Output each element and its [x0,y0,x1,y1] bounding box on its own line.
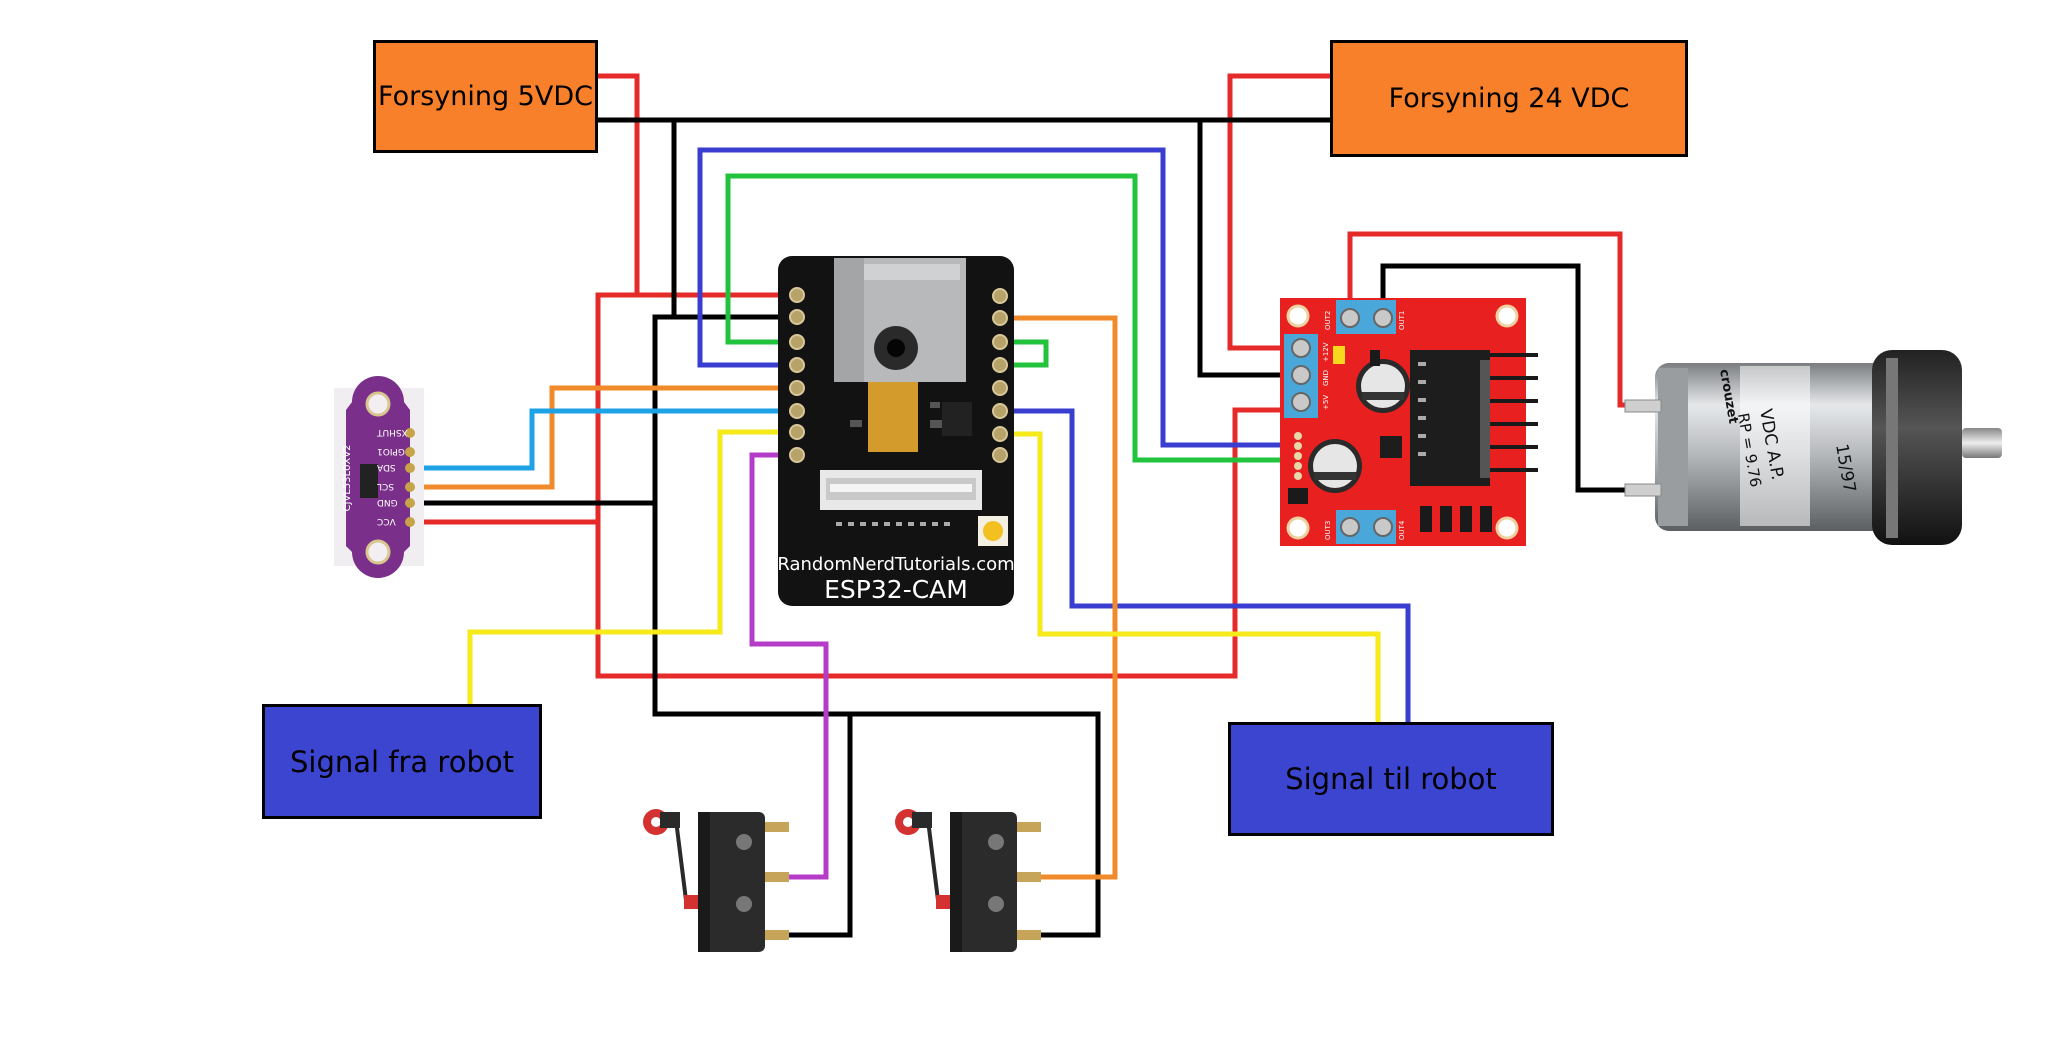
wire-sensor-scl [410,385,797,490]
wire-gnd-driver [1197,120,1293,378]
limit-switch-left [643,809,789,952]
esp32-site-text: RandomNerdTutorials.com [777,554,1014,575]
wire-yellow-signal-in [467,429,797,704]
signal-from-robot-box: Signal fra robot [262,704,542,819]
driver-label-out2: OUT2 [1324,311,1332,330]
driver-label-12v: +12V [1322,342,1330,362]
dc-motor: VDC A.P. RP = 9.76 15/97 crouzet [1624,350,2002,545]
sensor-pin-sda: SDA [376,462,395,472]
sensor-pin-scl: SCL [377,481,394,491]
wire-orange-switch2 [1000,315,1118,880]
wire-purple-switch1 [749,452,829,880]
wire-5v-bus [595,292,1307,679]
sensor-pin-gnd: GND [377,497,398,507]
wire-motor-minus [1380,263,1635,493]
wire-green-loop [1000,339,1049,368]
driver-label-out3: OUT3 [1324,521,1332,540]
wire-blue-signal-out [1000,408,1411,724]
driver-label-out4: OUT4 [1398,520,1406,540]
driver-label-gnd: GND [1322,370,1330,386]
sensor-name-text: CJVL53L0XV2 [342,444,353,511]
wire-gnd-bus [652,314,1101,938]
l298n-motor-driver: OUT2 OUT1 OUT3 OUT4 +12V GND +5V [1280,298,1538,546]
vl53l0x-sensor: XSHUT GPIO1 SDA SCL GND VCC CJVL53L0XV2 [334,376,424,578]
wires [410,73,1635,938]
wire-sensor-sda [410,408,797,471]
sensor-pin-gpio1: GPIO1 [377,446,405,456]
wire-yellow-signal-out [1000,431,1381,724]
wire-gnd-switch1 [778,714,853,938]
wire-blue-ena [697,147,1300,448]
sensor-pin-xshut: XSHUT [377,427,408,437]
esp32-cam-board: RandomNerdTutorials.com ESP32-CAM [777,256,1015,606]
wire-5v-supply [592,73,797,298]
supply-24v-box: Forsyning 24 VDC [1330,40,1688,157]
sensor-pin-vcc: VCC [377,516,396,526]
driver-label-5v: +5V [1322,395,1330,410]
driver-label-out1: OUT1 [1398,311,1406,330]
limit-switch-right [895,809,1041,952]
wire-green-in1 [725,173,1300,463]
esp32-model-text: ESP32-CAM [824,575,968,604]
wire-24v-supply [1227,73,1332,351]
signal-to-robot-box: Signal til robot [1228,722,1554,836]
supply-5v-box: Forsyning 5VDC [373,40,598,153]
